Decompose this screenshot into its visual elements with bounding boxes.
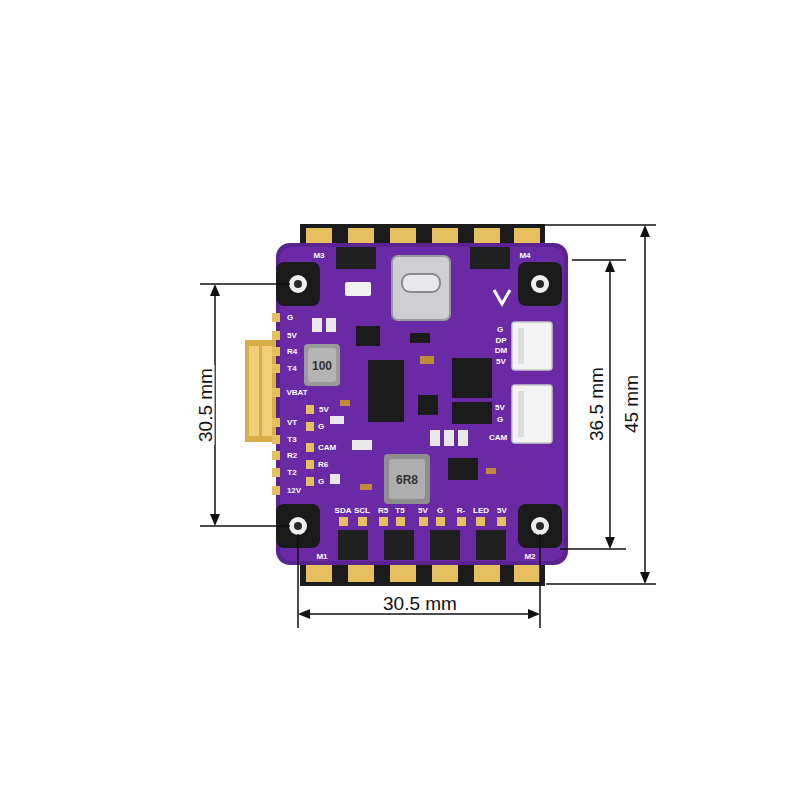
inductor-marking: 100 xyxy=(312,360,332,372)
pin-label: T4 xyxy=(287,365,296,373)
pin-label: 5V xyxy=(497,507,507,515)
pin-label: G xyxy=(318,478,324,486)
inductor-marking: 6R8 xyxy=(396,474,418,486)
pin-label: G xyxy=(497,416,503,424)
pin-label: LED xyxy=(473,507,489,515)
motor-label: M2 xyxy=(524,553,535,561)
pin-label: G xyxy=(287,314,293,322)
pin-label: SCL xyxy=(354,507,370,515)
pin-label: VBAT xyxy=(286,389,307,397)
dimension-label: 36.5 mm xyxy=(587,364,606,444)
pin-label: DM xyxy=(495,347,507,355)
pin-label: 5V xyxy=(418,507,428,515)
pin-label: T3 xyxy=(287,436,296,444)
pin-label: R4 xyxy=(287,348,297,356)
pin-label: G xyxy=(437,507,443,515)
pin-label: VT xyxy=(287,419,297,427)
motor-label: M3 xyxy=(313,252,324,260)
dimension-label: 30.5 mm xyxy=(380,594,460,613)
pin-label: CAM xyxy=(318,444,336,452)
pin-label: R2 xyxy=(287,452,297,460)
pin-label: R- xyxy=(457,507,465,515)
dimension-label: 30.5 mm xyxy=(196,365,215,445)
pin-label: CAM xyxy=(489,434,507,442)
pin-label: T5 xyxy=(395,507,404,515)
pin-label: R6 xyxy=(318,461,328,469)
pin-label: DP xyxy=(495,337,506,345)
dimension-label: 45 mm xyxy=(622,372,641,436)
pin-label: T2 xyxy=(287,469,296,477)
pin-label: R5 xyxy=(378,507,388,515)
motor-label: M1 xyxy=(316,553,327,561)
pin-label: 5V xyxy=(496,358,506,366)
pin-label: SDA xyxy=(335,507,352,515)
pin-label: G xyxy=(497,326,503,334)
pin-label: 5V xyxy=(319,406,329,414)
pin-label: 5V xyxy=(495,404,505,412)
pin-label: 12V xyxy=(287,487,301,495)
pin-label: G xyxy=(318,423,324,431)
motor-label: M4 xyxy=(519,252,530,260)
pin-label: 5V xyxy=(287,332,297,340)
